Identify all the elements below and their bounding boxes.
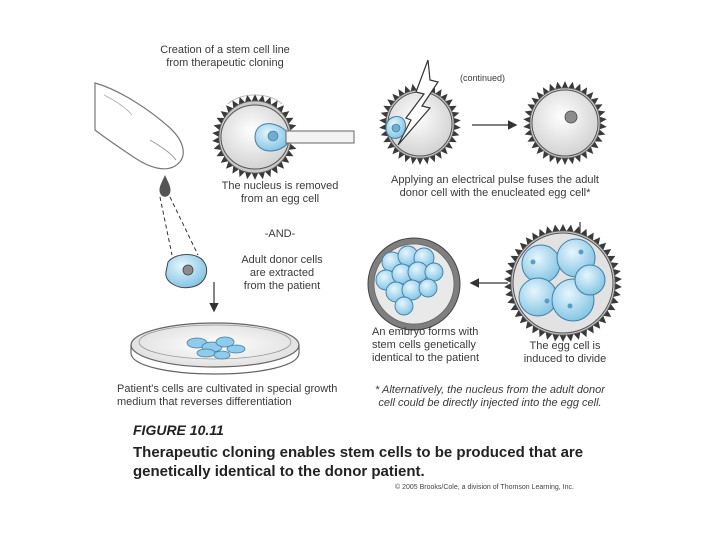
label-footnote: * Alternatively, the nucleus from the ad…: [368, 384, 612, 410]
label-cultivated: Patient's cells are cultivated in specia…: [117, 383, 337, 409]
fused-egg-cell: [531, 89, 599, 157]
figure-number: FIGURE 10.11: [133, 422, 224, 438]
label-embryo: An embryo forms with stem cells genetica…: [372, 326, 479, 365]
label-pulse-line-2: donor cell with the enucleated egg cell*: [399, 187, 591, 199]
label-footnote-line-1: * Alternatively, the nucleus from the ad…: [375, 384, 605, 396]
label-creation-line-1: Creation of a stem cell line: [160, 44, 290, 56]
label-divide-line-1: The egg cell is: [529, 340, 601, 352]
label-embryo-line-3: identical to the patient: [372, 352, 480, 364]
label-embryo-line-1: An embryo forms with: [372, 326, 479, 338]
label-cultivated-line-2: medium that reverses differentiation: [117, 396, 292, 408]
label-nucleus-line-1: The nucleus is removed: [221, 180, 339, 192]
label-divide-line-2: induced to divide: [523, 353, 607, 365]
dividing-egg-cell: [512, 232, 614, 334]
label-creation-line-2: from therapeutic cloning: [166, 57, 284, 69]
label-footnote-line-2: cell could be directly injected into the…: [378, 397, 602, 409]
label-creation: Creation of a stem cell line from therap…: [150, 44, 300, 70]
stem-cells-cluster: [375, 245, 444, 316]
dashed-guide-right: [169, 196, 199, 256]
finger-illustration: [94, 82, 184, 170]
figure-caption: Therapeutic cloning enables stem cells t…: [133, 444, 584, 480]
label-cultivated-line-1: Patient's cells are cultivated in specia…: [117, 383, 338, 395]
label-and: -AND-: [264, 228, 296, 240]
label-divide: The egg cell is induced to divide: [510, 340, 620, 366]
adult-donor-cell-small: [385, 115, 406, 139]
copyright-credit: © 2005 Brooks/Cole, a division of Thomso…: [395, 484, 574, 491]
cultured-cells-cluster: [186, 336, 246, 360]
lightning-bolt: [397, 59, 439, 146]
label-donor-extracted: Adult donor cells are extracted from the…: [212, 254, 352, 293]
egg-cell-enucleation: [220, 94, 290, 170]
label-pulse-line-1: Applying an electrical pulse fuses the a…: [391, 174, 599, 186]
label-electrical-pulse: Applying an electrical pulse fuses the a…: [375, 174, 615, 200]
label-nucleus-line-2: from an egg cell: [240, 193, 320, 205]
label-nucleus-removed: The nucleus is removed from an egg cell: [205, 180, 355, 206]
donor-drop: [159, 175, 171, 197]
pipette: [285, 130, 355, 144]
label-donor-line-3: from the patient: [243, 280, 321, 292]
donor-cell: [165, 254, 208, 289]
label-donor-line-1: Adult donor cells: [241, 254, 323, 266]
dashed-guide-left: [159, 196, 173, 256]
label-continued: (continued): [460, 73, 506, 83]
label-donor-line-2: are extracted: [249, 267, 315, 279]
embryo: [367, 237, 461, 331]
label-embryo-line-2: stem cells genetically: [372, 339, 476, 351]
